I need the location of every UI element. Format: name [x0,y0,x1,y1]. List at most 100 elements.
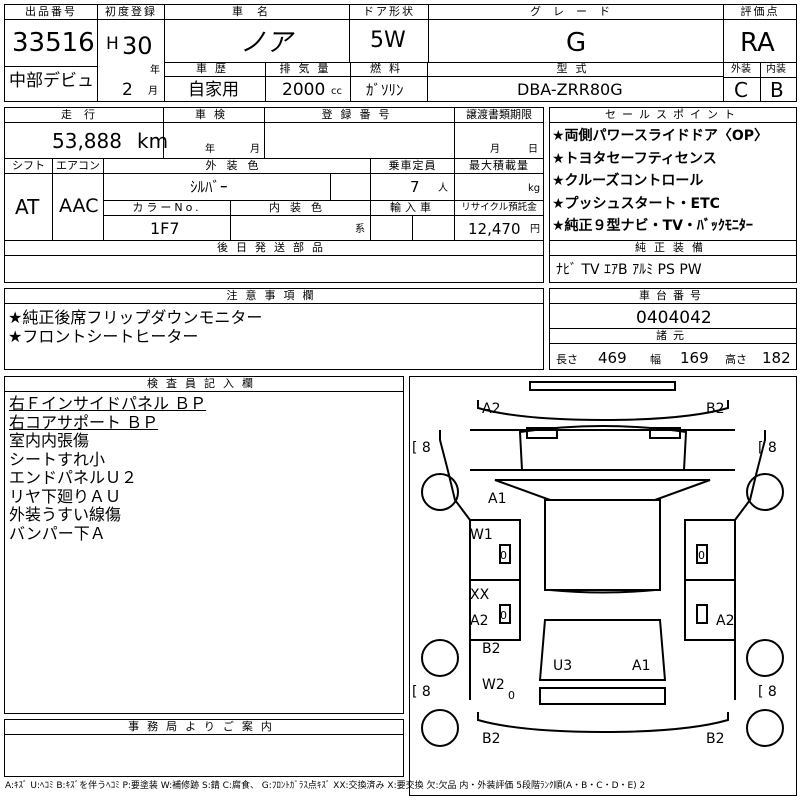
insp-month: 月 [250,144,260,155]
recycle-label: リサイクル預託金 [455,201,543,216]
mark-a2-left: A2 [470,613,489,629]
hood [518,425,688,471]
name-label: 車名 [165,5,349,20]
history-label: 車歴 [165,62,265,77]
legend: A:ｷｽﾞ U:ﾍｺﾐ B:ｷｽﾞを伴うﾍｺﾐ P:要塗装 W:補修跡 S:錆 … [5,781,646,791]
sales-point-item: ★両側パワースライドドア〈OP〉 [552,128,769,144]
bracket-left-2: [ 8 [412,684,431,700]
recycle: 12,470 [468,220,521,238]
color-label: 外装色 [104,159,370,174]
import-label: 輸入車 [371,201,454,216]
inspector-section [4,376,404,714]
inspector-item: リヤ下廻りＡＵ [9,486,122,506]
note-item: ★純正後席フリップダウンモニター [8,308,263,327]
fuel: ｶﾞｿﾘﾝ [366,81,404,99]
reg-label: 登録番号 [265,108,454,123]
mark-a1-bottom: A1 [632,658,651,674]
inspector-item: 外装うすい線傷 [9,505,122,524]
sales-points [549,107,797,283]
headlight-left [526,427,558,439]
recycle-unit: 円 [530,224,540,235]
equipment-label: 純正装備 [550,241,796,256]
mark-a2-right: A2 [716,613,735,629]
roof [544,499,661,591]
mirror-right [696,544,708,564]
rear-door-right [684,579,736,641]
rear-gate [539,687,666,705]
handle-left [499,604,511,624]
notes-label: 注意事項欄 [5,289,543,304]
width-label: 幅 [650,353,661,366]
history: 自家用 [188,80,239,100]
notes-list: ★純正後席フリップダウンモニター★フロントシートヒーター [8,308,263,346]
mark-w1: W1 [470,527,493,543]
mark-zero-1: 0 [500,549,507,562]
car-diagram [409,376,797,796]
month-unit: 月 [148,86,158,97]
mark-xx: XX [470,587,490,603]
mark-zero-2: 0 [698,549,705,562]
transfer-month: 月 [490,144,500,155]
spare-wheel-left [421,709,459,747]
mark-w2: W2 [482,677,505,693]
int-grade: B [770,78,784,102]
sales-point-item: ★純正９型ナビ・TV・ﾊﾞｯｸﾓﾆﾀｰ [552,218,753,234]
later-parts-label: 後日発送部品 [5,241,543,256]
bracket-right-2: [ 8 [758,684,777,700]
sales-point-item: ★クルーズコントロール [552,173,704,189]
sales-points-label: セールスポイント [550,108,796,123]
shift-label: シフト [5,159,52,174]
wheel-rear-right [746,639,784,677]
handle-right [696,604,708,624]
color-no-label: カラーNo. [104,201,230,216]
mark-b2-bottom-left: B2 [482,731,501,747]
ext-label: 外装 [731,64,751,75]
score-label: 評価点 [724,5,796,20]
note-item: ★フロントシートヒーター [8,326,199,346]
fuel-label: 燃料 [351,62,427,77]
score: RA [740,28,775,58]
inspector-item: エンドパネルＵ２ [9,468,138,487]
inspection-label: 車検 [164,108,264,123]
era: H [106,34,119,54]
height: 182 [762,349,791,367]
mark-b2-bottom-right: B2 [706,731,725,747]
int-label: 内装 [766,64,786,75]
right-side [734,430,766,700]
width: 169 [680,349,709,367]
mirror-left [499,544,511,564]
month: 2 [122,80,133,100]
first-reg-label: 初度登録 [98,5,164,20]
sales-points-list: ★両側パワースライドドア〈OP〉 ★トヨタセーフティセンス ★クルーズコントロール ★… [552,125,768,238]
color: ｼﾙﾊﾞｰ [190,178,228,196]
height-label: 高さ [725,353,747,366]
lot-no-label: 出品番号 [5,5,97,20]
left-side [439,430,471,700]
mileage-label: 走行 [5,108,163,123]
notes-section [4,288,544,370]
info-section [4,107,544,283]
inspector-item: 室内内張傷 [9,431,90,450]
front-bumper-top [529,381,676,391]
wheel-rear-left [421,639,459,677]
color-no: 1F7 [150,219,180,238]
model-label: 型式 [428,62,723,77]
windshield [494,479,711,501]
wheel-front-right [746,473,784,511]
debut-label: 中部デビュ [9,71,94,91]
mark-a1: A1 [488,491,507,507]
inspector-item: 右コアサポート ＢＰ [9,412,159,432]
sales-point-item: ★トヨタセーフティセンス [552,150,717,167]
int-color-label: 内装色 [231,201,370,216]
equipment: ﾅﾋﾞ TV ｴｱB ｱﾙﾐ PS PW [556,262,702,278]
car-name: ノア [240,28,293,58]
header-section [4,4,797,102]
displacement: 2000 [282,80,326,100]
grade-label: グレード [429,5,723,20]
capacity: 7 [410,178,420,196]
headlight-right [649,427,681,439]
mark-b2-top-right: B2 [706,401,725,417]
chassis-section [549,288,797,370]
ext-grade: C [734,78,748,102]
front-bumper [477,400,729,422]
